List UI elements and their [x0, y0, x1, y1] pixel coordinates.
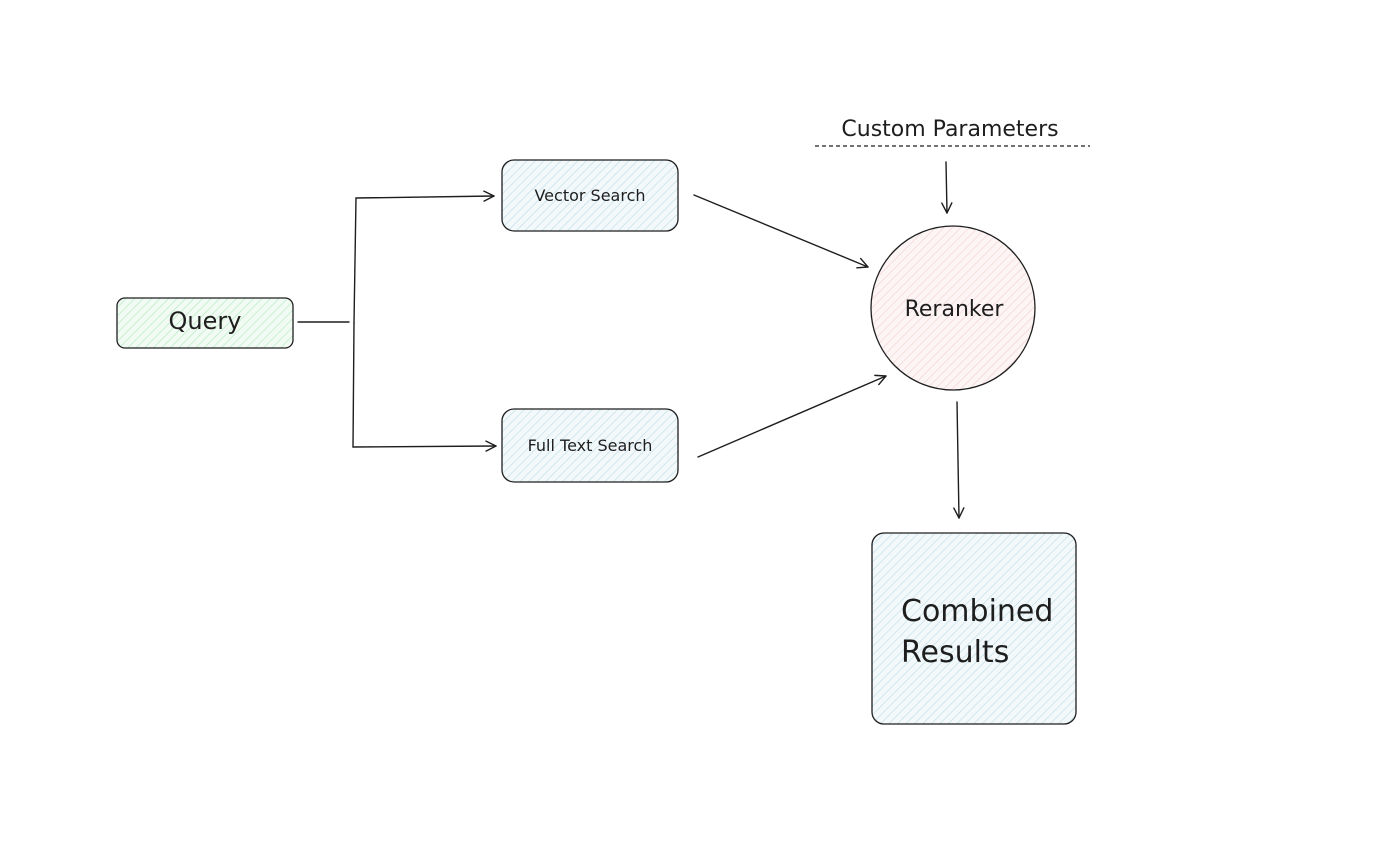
edge-vector-search-to-reranker	[693, 194, 869, 269]
edges	[297, 161, 965, 519]
combined-results-label-line2: Results	[901, 635, 1009, 670]
combined-results-label-line1: Combined	[901, 594, 1053, 629]
custom-parameters-label: Custom Parameters	[841, 117, 1058, 142]
query-label: Query	[169, 307, 242, 335]
edge-full-text-search-to-reranker	[697, 374, 887, 458]
edge-reranker-to-combined-results	[953, 401, 965, 519]
edge-custom-parameters-to-reranker	[941, 161, 953, 214]
vector-search-label: Vector Search	[534, 186, 645, 205]
full-text-search-node: Full Text Search	[501, 408, 679, 483]
full-text-search-label: Full Text Search	[528, 436, 653, 455]
reranker-node: Reranker	[870, 225, 1036, 391]
reranker-label: Reranker	[905, 297, 1005, 322]
custom-parameters-annotation: Custom Parameters	[815, 117, 1090, 147]
combined-results-node: Combined Results	[871, 532, 1077, 725]
edge-query-to-vector-search	[353, 190, 495, 324]
query-node: Query	[116, 297, 294, 349]
vector-search-node: Vector Search	[501, 159, 679, 232]
edge-query-to-full-text-search	[352, 322, 497, 452]
